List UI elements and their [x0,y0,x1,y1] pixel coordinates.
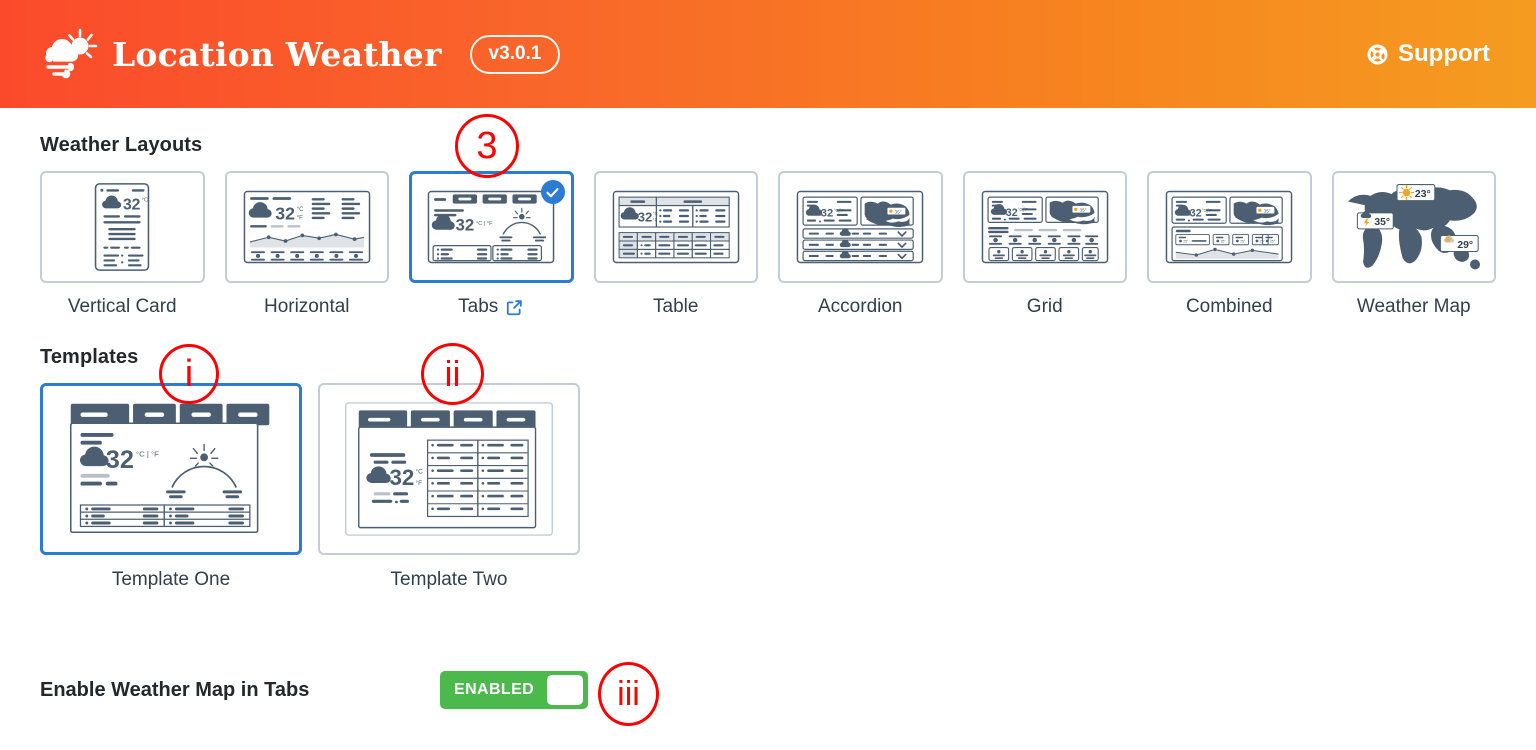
svg-text:°C | °F: °C | °F [476,221,493,227]
annotation-marker-3: 3 [455,114,519,178]
svg-text:°C: °C [416,468,424,476]
svg-text:°F: °F [416,479,423,487]
annotation-marker-iii: iii [598,662,659,726]
annotation-marker-ii: ii [421,343,484,405]
layout-label: Tabs [409,296,574,318]
template-label: Template One [111,569,231,590]
svg-text:°F: °F [296,216,302,222]
toggle-knob[interactable] [547,675,583,705]
svg-text:32: 32 [1006,207,1018,219]
svg-text:32: 32 [123,196,141,213]
svg-text:°C: °C [652,211,658,216]
layout-label-text: Tabs [458,296,499,317]
svg-text:32: 32 [1190,208,1202,220]
svg-text:35°: 35° [1374,217,1390,228]
accordion-thumb[interactable]: 32 °C|°F 35° [778,171,943,283]
layout-option-table[interactable]: 32 °C °F [593,171,759,318]
layout-label-text: Grid [1026,296,1063,317]
svg-text:25°: 25° [1184,239,1190,243]
layout-label-text: Horizontal [263,296,350,317]
combined-thumb[interactable]: 32 °C|°F 35° [1147,171,1312,283]
vertical-card-thumb[interactable]: 32 °C [40,171,205,283]
version-badge: v3.0.1 [469,34,561,74]
layout-label: Accordion [778,296,943,318]
layout-label-text: Accordion [818,296,903,317]
templates-row: 32 °C | °F [40,383,1496,591]
template-option-one[interactable]: 32 °C | °F [40,383,302,591]
layout-label-text: Combined [1185,296,1273,317]
layout-option-grid[interactable]: 32 °C|°F 35° [962,171,1128,318]
cloud-sun-wind-icon [40,28,98,80]
template-label: Template Two [390,569,508,590]
layout-label: Grid [963,296,1128,318]
svg-text:23°: 23° [1415,189,1431,200]
svg-text:25°: 25° [1240,239,1246,243]
svg-text:29°: 29° [1457,240,1473,251]
app-header: Location Weather v3.0.1 Support [0,0,1536,108]
weather-map-toggle-row: Enable Weather Map in Tabs ENABLED [40,671,1496,709]
table-thumb[interactable]: 32 °C °F [593,171,758,283]
layout-label-text: Table [653,296,699,317]
brand: Location Weather v3.0.1 [40,28,561,80]
weather-map-thumb[interactable]: 23° 35° 29° [1331,171,1496,283]
brand-name: Location Weather [112,34,442,74]
svg-text:32: 32 [106,446,134,474]
svg-text:32: 32 [821,208,833,220]
template-two-thumb[interactable]: 32 °C °F [318,383,580,555]
weather-layouts-title: Weather Layouts [40,134,203,156]
layout-option-vertical-card[interactable]: 32 °C [40,171,205,318]
annotation-marker-i: i [159,344,219,404]
svg-text:32: 32 [389,465,414,490]
svg-text:°F: °F [652,217,657,222]
tabs-thumb[interactable]: 32 °C | °F [409,171,574,283]
selected-check-icon [540,180,565,204]
svg-text:°C: °C [296,207,303,213]
layout-option-weather-map[interactable]: 23° 35° 29° Weather Map [1331,171,1497,318]
svg-text:25°: 25° [1260,239,1266,243]
template-option-two[interactable]: 32 °C °F [318,383,580,591]
layout-label: Vertical Card [40,296,205,318]
lifebuoy-icon [1366,43,1389,66]
svg-text:°C: °C [142,198,149,204]
layout-label: Table [594,296,759,318]
svg-text:35°: 35° [895,209,902,214]
layout-label-text: Vertical Card [67,296,177,317]
grid-thumb[interactable]: 32 °C|°F 35° [962,171,1127,283]
svg-text:32: 32 [456,216,475,235]
svg-text:25°: 25° [1270,239,1276,243]
svg-text:°C | °F: °C | °F [136,449,159,458]
weather-map-toggle-label: Enable Weather Map in Tabs [40,678,310,701]
svg-text:35°: 35° [1079,208,1086,213]
template-one-thumb[interactable]: 32 °C | °F [40,383,302,555]
layout-label: Weather Map [1332,296,1497,318]
svg-text:32: 32 [637,209,652,224]
weather-layouts-row: 32 °C [40,171,1496,318]
layout-label-text: Weather Map [1356,296,1471,317]
main-content: Weather Layouts 32 °C [0,108,1536,709]
layout-option-tabs[interactable]: 32 °C | °F [409,171,574,318]
toggle-state-text: ENABLED [454,681,535,698]
layout-label: Horizontal [225,296,390,318]
templates-title: Templates [40,346,139,368]
support-label: Support [1398,40,1490,67]
svg-text:32: 32 [275,204,295,224]
external-link-icon[interactable] [505,298,524,317]
layout-option-accordion[interactable]: 32 °C|°F 35° [778,171,943,318]
layout-option-combined[interactable]: 32 °C|°F 35° [1147,171,1312,318]
horizontal-thumb[interactable]: 32 °C °F [224,171,389,283]
layout-label: Combined [1147,296,1312,318]
weather-map-toggle-switch[interactable]: ENABLED [440,671,588,709]
layout-option-horizontal[interactable]: 32 °C °F [224,171,390,318]
support-link[interactable]: Support [1366,40,1490,68]
svg-text:35°: 35° [1264,209,1271,214]
svg-text:25°: 25° [1221,239,1227,243]
